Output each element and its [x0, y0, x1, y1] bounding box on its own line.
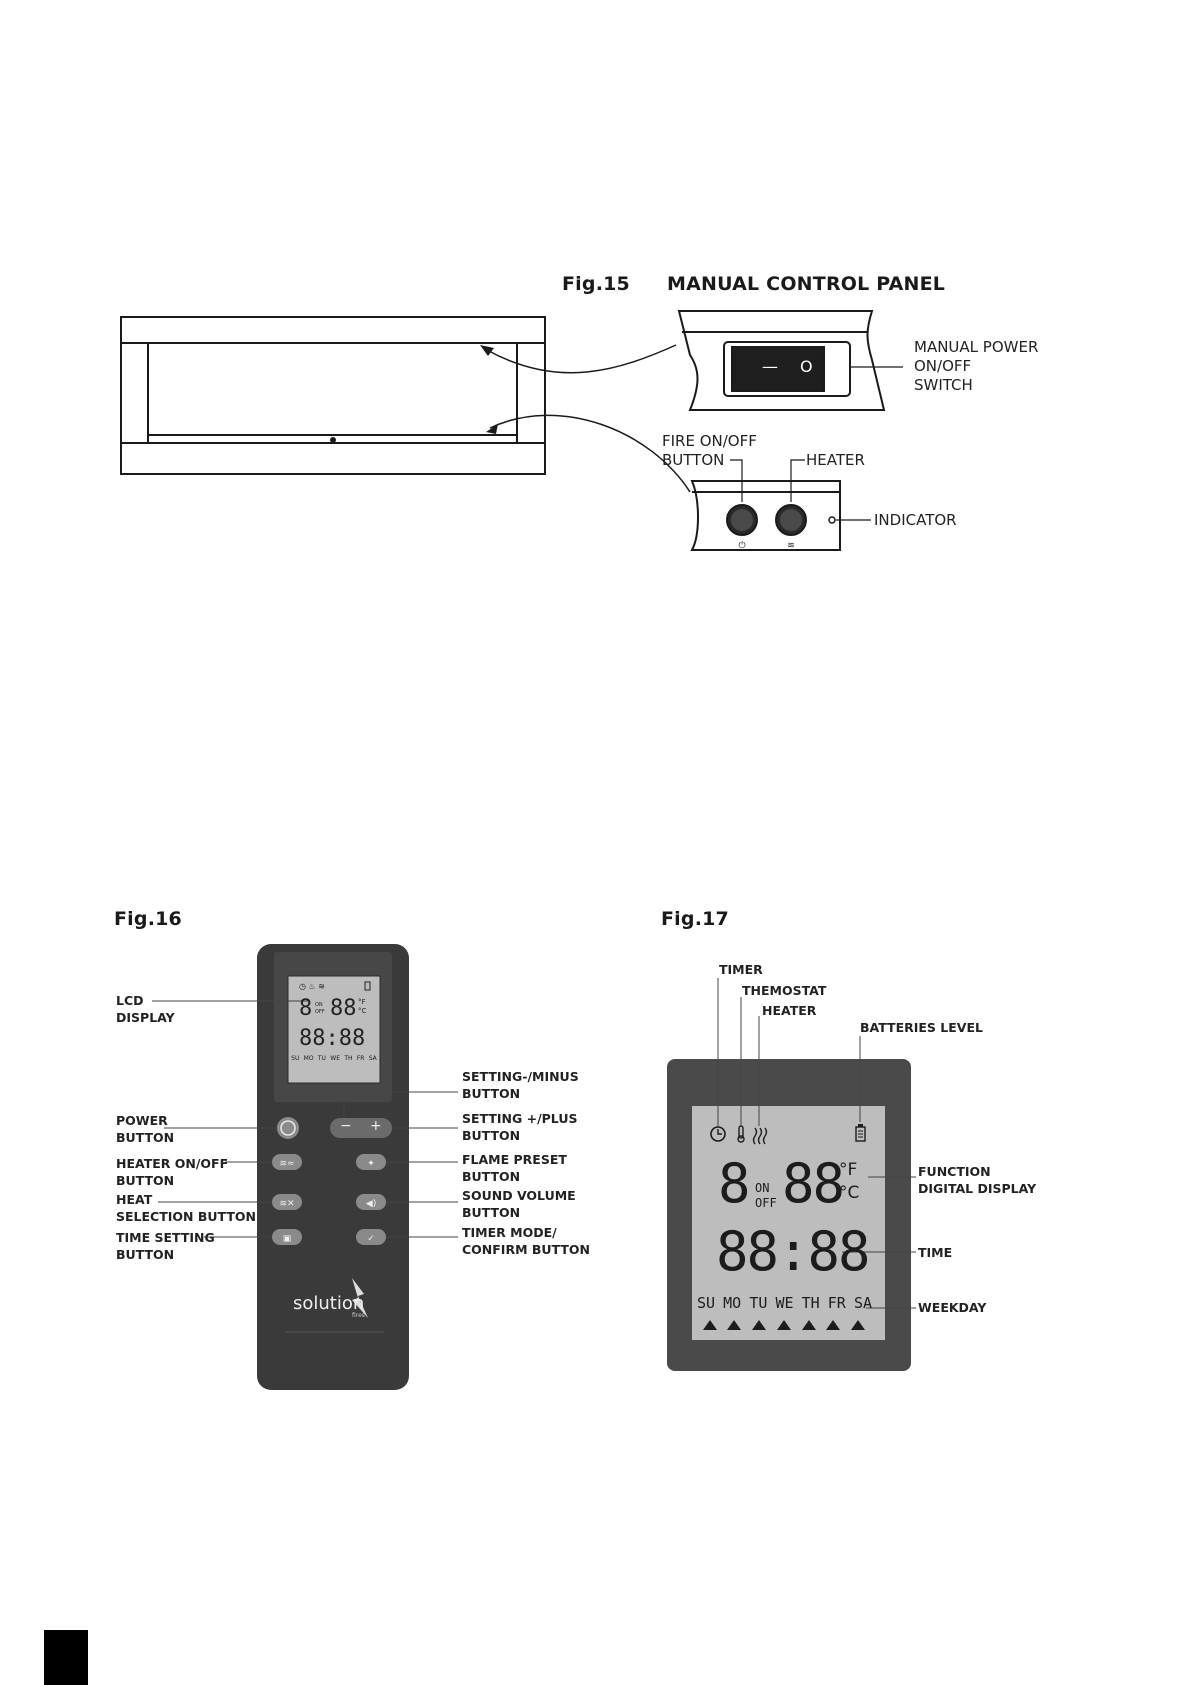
remote-heat-selection-button — [272, 1194, 302, 1210]
svg-text:✓: ✓ — [367, 1234, 375, 1244]
label-thermostat: THEMOSTAT — [742, 983, 827, 998]
brand-bolt-icon — [352, 1278, 368, 1318]
timer-icon — [710, 1126, 726, 1142]
label-heater-icon: HEATER — [762, 1003, 817, 1018]
label-timer-mode: TIMER MODE/ CONFIRM BUTTON — [462, 1225, 590, 1257]
switch-panel — [677, 310, 886, 411]
lcd-day: MO — [723, 1294, 742, 1312]
remote-flame-preset-button — [356, 1154, 386, 1170]
lcd-on-label: ON — [755, 1181, 770, 1195]
label-batteries-level: BATTERIES LEVEL — [860, 1020, 983, 1035]
label-minus-button: SETTING-/MINUS BUTTON — [462, 1069, 579, 1101]
fig15-title: MANUAL CONTROL PANEL — [667, 273, 946, 295]
remote-day: SU — [291, 1055, 300, 1062]
lcd-day: FR — [827, 1294, 846, 1312]
svg-text:⏻: ⏻ — [738, 540, 745, 551]
svg-text:▣: ▣ — [283, 1234, 292, 1244]
lcd-weekdays: SU MO TU WE TH FR SA — [697, 1294, 872, 1312]
remote-minus-plus-button — [330, 1118, 392, 1138]
lcd-day: TU — [749, 1294, 768, 1312]
svg-text:≋≈: ≋≈ — [279, 1159, 294, 1169]
remote-lcd — [287, 975, 381, 1084]
lcd-small-digit: 8 — [718, 1152, 751, 1215]
remote-time-setting-button — [272, 1229, 302, 1245]
remote-lcd-weekdays: SU MO TU WE TH FR SA — [289, 1055, 379, 1062]
remote-brand-sub: fires — [352, 1312, 365, 1319]
remote-lcd-digit: 8 — [299, 996, 313, 1021]
fireplace-indicator-dot — [330, 437, 336, 443]
label-lcd-display: LCD DISPLAY — [116, 993, 175, 1025]
label-fire-button: FIRE ON/OFF BUTTON — [662, 432, 757, 469]
lcd-day: SA — [853, 1294, 872, 1312]
remote-brand: solution — [293, 1293, 365, 1314]
lcd-unit-f: °F — [839, 1160, 858, 1180]
lcd-off-label: OFF — [755, 1196, 777, 1210]
remote-sound-volume-button — [356, 1194, 386, 1210]
label-sound-volume: SOUND VOLUME BUTTON — [462, 1188, 576, 1220]
label-heat-selection: HEAT SELECTION BUTTON — [116, 1192, 256, 1224]
remote-lcd-on: ON — [315, 1002, 323, 1008]
lcd-clock: 88:88 — [716, 1220, 871, 1283]
remote-day: TH — [344, 1055, 353, 1062]
svg-text:◀): ◀) — [366, 1199, 376, 1209]
remote-lcd-unit-f: °F — [358, 998, 366, 1006]
heater-icon — [752, 1127, 768, 1145]
svg-text:◷ ♨ ≋: ◷ ♨ ≋ — [299, 982, 325, 991]
svg-text:✦: ✦ — [367, 1159, 375, 1169]
remote-lcd-temp: 88 — [330, 996, 357, 1021]
lcd-screen — [692, 1106, 885, 1340]
remote-day: FR — [356, 1055, 365, 1062]
remote-day: WE — [330, 1055, 340, 1062]
switch-off-symbol: — — [762, 357, 778, 376]
label-indicator: INDICATOR — [874, 511, 957, 529]
label-plus-button: SETTING +/PLUS BUTTON — [462, 1111, 578, 1143]
svg-text:≋: ≋ — [787, 541, 795, 551]
remote-plus-symbol: + — [370, 1118, 382, 1134]
label-flame-preset: FLAME PRESET BUTTON — [462, 1152, 567, 1184]
remote-lcd-off: OFF — [315, 1009, 325, 1015]
remote-day: MO — [303, 1055, 314, 1062]
buttons-panel — [690, 480, 841, 551]
remote-day: SA — [368, 1055, 377, 1062]
label-function-display: FUNCTION DIGITAL DISPLAY — [918, 1164, 1037, 1196]
fig15-number: Fig.15 — [562, 273, 630, 295]
label-timer: TIMER — [719, 962, 763, 977]
lcd-day: SU — [697, 1294, 716, 1312]
label-heater-onoff: HEATER ON/OFF BUTTON — [116, 1156, 229, 1188]
page-corner-tab — [44, 1630, 88, 1685]
switch-on-symbol: O — [800, 357, 813, 376]
label-heater: HEATER — [806, 451, 865, 469]
lcd-unit-c: °C — [839, 1183, 860, 1203]
lcd-day: WE — [775, 1294, 794, 1312]
remote-lcd-unit-c: °C — [358, 1007, 367, 1015]
label-manual-power-switch: MANUAL POWER ON/OFF SWITCH — [914, 338, 1039, 394]
lcd-temperature: 88 — [782, 1152, 845, 1215]
remote-day: TU — [317, 1055, 326, 1062]
indicator-led — [828, 516, 836, 524]
label-power-button: POWER BUTTON — [116, 1113, 175, 1145]
lcd-day: TH — [801, 1294, 820, 1312]
remote-timer-mode-button — [356, 1229, 386, 1245]
fig17-number: Fig.17 — [661, 908, 729, 930]
remote-minus-symbol: − — [340, 1118, 352, 1134]
remote-heater-onoff-button — [272, 1154, 302, 1170]
label-time-setting: TIME SETTING BUTTON — [116, 1230, 215, 1262]
label-time: TIME — [918, 1245, 953, 1260]
svg-text:≋✕: ≋✕ — [279, 1199, 294, 1209]
label-weekday: WEEKDAY — [918, 1300, 987, 1315]
fig16-number: Fig.16 — [114, 908, 182, 930]
remote-lcd-clock: 88:88 — [299, 1026, 366, 1051]
